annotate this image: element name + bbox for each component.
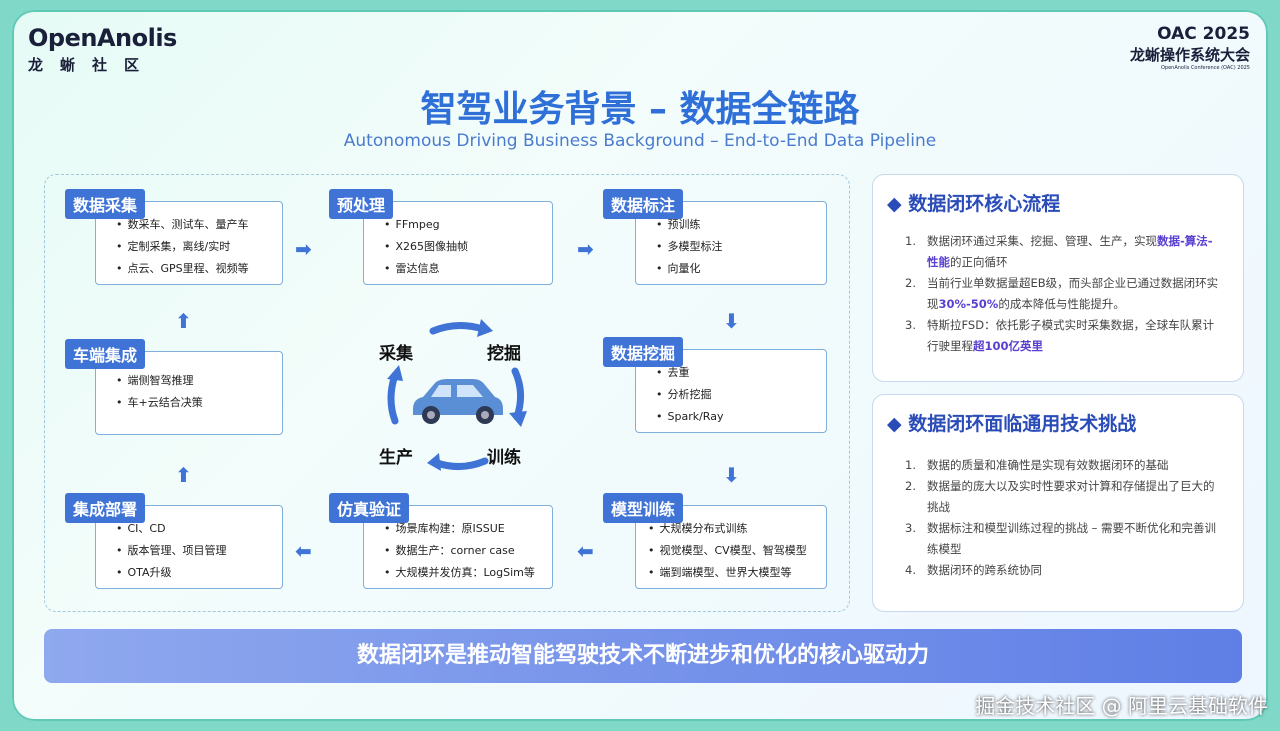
page-title: 智驾业务背景 – 数据全链路 [420,89,860,130]
cycle-label-produce: 生产 [379,448,413,468]
list-item: OTA升级 [116,562,282,584]
stage-training-label: 模型训练 [603,493,684,523]
list-item: 向量化 [656,258,826,280]
cycle-label-train: 训练 [487,448,521,468]
item-text: 数据的质量和准确性是实现有效数据闭环的基础 [927,458,1169,472]
arrow-left-icon: ⬅ [295,539,312,563]
challenges-title: ◆ 数据闭环面临通用技术挑战 [887,409,1136,436]
list-item: 车+云结合决策 [116,392,282,414]
list-item: FFmpeg [384,214,552,236]
stage-preprocess: FFmpeg X265图像抽帧 雷达信息 [363,201,553,285]
arrow-up-icon: ⬆ [175,463,192,487]
stage-collect-label: 数据采集 [65,189,146,219]
cycle-label-collect: 采集 [379,344,413,364]
list-item: 数据生产：corner case [384,540,552,562]
arrow-down-icon: ⬇ [723,309,740,333]
stage-deploy-label: 集成部署 [65,493,146,523]
item-highlight: 超100亿英里 [973,339,1044,353]
stage-mining: 去重 分析挖掘 Spark/Ray [635,349,827,433]
list-item: 点云、GPS里程、视频等 [116,258,282,280]
list-item: 场景库构建：原ISSUE [384,518,552,540]
list-item: 端侧智驾推理 [116,370,282,392]
list-item: 定制采集，离线/实时 [116,236,282,258]
watermark: 掘金技术社区 @ 阿里云基础软件 [975,694,1268,718]
diamond-icon: ◆ [887,413,902,435]
list-item: CI、CD [116,518,282,540]
page-subtitle: Autonomous Driving Business Background –… [343,131,937,151]
stage-mining-label: 数据挖掘 [603,337,684,367]
list-item: Spark/Ray [656,406,826,428]
stage-annotate-label: 数据标注 [603,189,684,219]
list-item: 预训练 [656,214,826,236]
conference-title: OAC 2025 [1157,24,1250,44]
list-item: 视觉模型、CV模型、智驾模型 [648,540,826,562]
list-item: 雷达信息 [384,258,552,280]
panel-title-text: 数据闭环核心流程 [908,193,1061,215]
conference-small: OpenAnolis Conference (OAC) 2025 [1160,65,1250,71]
list-item: 1. 数据的质量和准确性是实现有效数据闭环的基础 [905,455,1221,476]
cycle-arrows-icon [387,319,527,471]
list-item: 多模型标注 [656,236,826,258]
summary-banner: 数据闭环是推动智能驾驶技术不断进步和优化的核心驱动力 [44,629,1242,683]
item-text: 特斯拉FSD：依托影子模式实时采集数据，全球车队累计行驶里程 [927,318,1215,353]
item-number: 4. [905,563,916,577]
item-text: 数据闭环的跨系统协同 [927,563,1042,577]
list-item: 端到端模型、世界大模型等 [648,562,826,584]
item-text: 数据标注和模型训练过程的挑战 – 需要不断优化和完善训练模型 [927,521,1217,556]
item-number: 1. [905,234,916,248]
slide: OpenAnolis 龙蜥社区 OAC 2025 龙蜥操作系统大会 OpenAn… [12,10,1268,721]
cycle-label-mine: 挖掘 [487,344,521,364]
arrow-right-icon: ➡ [577,237,594,261]
item-text: 的正向循环 [950,255,1008,269]
car-icon [413,379,503,424]
list-item: 数采车、测试车、量产车 [116,214,282,236]
list-item: 3. 特斯拉FSD：依托影子模式实时采集数据，全球车队累计行驶里程超100亿英里 [905,315,1221,357]
list-item: X265图像抽帧 [384,236,552,258]
logo-main: OpenAnolis [28,24,177,52]
pipeline-diagram: 数采车、测试车、量产车 定制采集，离线/实时 点云、GPS里程、视频等 数据采集… [44,174,850,612]
list-item: 3. 数据标注和模型训练过程的挑战 – 需要不断优化和完善训练模型 [905,518,1221,560]
list-item: 4. 数据闭环的跨系统协同 [905,560,1221,581]
item-number: 3. [905,318,916,332]
stage-simulation-label: 仿真验证 [329,493,410,523]
arrow-right-icon: ➡ [295,237,312,261]
openanolis-logo: OpenAnolis 龙蜥社区 [28,24,177,75]
arrow-down-icon: ⬇ [723,463,740,487]
list-item: 2. 当前行业单数据量超EB级，而头部企业已通过数据闭环实现30%-50%的成本降… [905,273,1221,315]
conference-subtitle: 龙蜥操作系统大会 [1129,46,1250,64]
item-text: 的成本降低与性能提升。 [998,297,1125,311]
core-process-panel: ◆ 数据闭环核心流程 1. 数据闭环通过采集、挖掘、管理、生产，实现数据-算法-性… [872,174,1244,382]
item-text: 当前行业单数据量超EB级，而头部企业已通过数据闭环实现 [927,276,1219,311]
item-number: 3. [905,521,916,535]
stage-preprocess-label: 预处理 [329,189,394,219]
item-number: 2. [905,479,916,493]
panel-title-text: 数据闭环面临通用技术挑战 [908,413,1137,435]
logo-sub: 龙蜥社区 [28,56,157,74]
list-item: 大规模并发仿真：LogSim等 [384,562,552,584]
item-number: 2. [905,276,916,290]
arrow-up-icon: ⬆ [175,309,192,333]
list-item: 版本管理、项目管理 [116,540,282,562]
stage-collect: 数采车、测试车、量产车 定制采集，离线/实时 点云、GPS里程、视频等 [95,201,283,285]
core-process-title: ◆ 数据闭环核心流程 [887,189,1060,216]
conference-logo: OAC 2025 龙蜥操作系统大会 OpenAnolis Conference … [1130,24,1250,71]
item-text: 数据闭环通过采集、挖掘、管理、生产，实现 [927,234,1157,248]
list-item: 大规模分布式训练 [648,518,826,540]
challenges-panel: ◆ 数据闭环面临通用技术挑战 1. 数据的质量和准确性是实现有效数据闭环的基础 2… [872,394,1244,612]
arrow-left-icon: ⬅ [577,539,594,563]
item-number: 1. [905,458,916,472]
diamond-icon: ◆ [887,193,902,215]
item-text: 数据量的庞大以及实时性要求对计算和存储提出了巨大的挑战 [927,479,1215,514]
list-item: 2. 数据量的庞大以及实时性要求对计算和存储提出了巨大的挑战 [905,476,1221,518]
list-item: 分析挖掘 [656,384,826,406]
list-item: 1. 数据闭环通过采集、挖掘、管理、生产，实现数据-算法-性能的正向循环 [905,231,1221,273]
item-highlight: 30%-50% [938,297,999,311]
stage-vehicle-label: 车端集成 [65,339,146,369]
item-highlight: 数据-算法-性能 [927,234,1213,269]
list-item: 去重 [656,362,826,384]
